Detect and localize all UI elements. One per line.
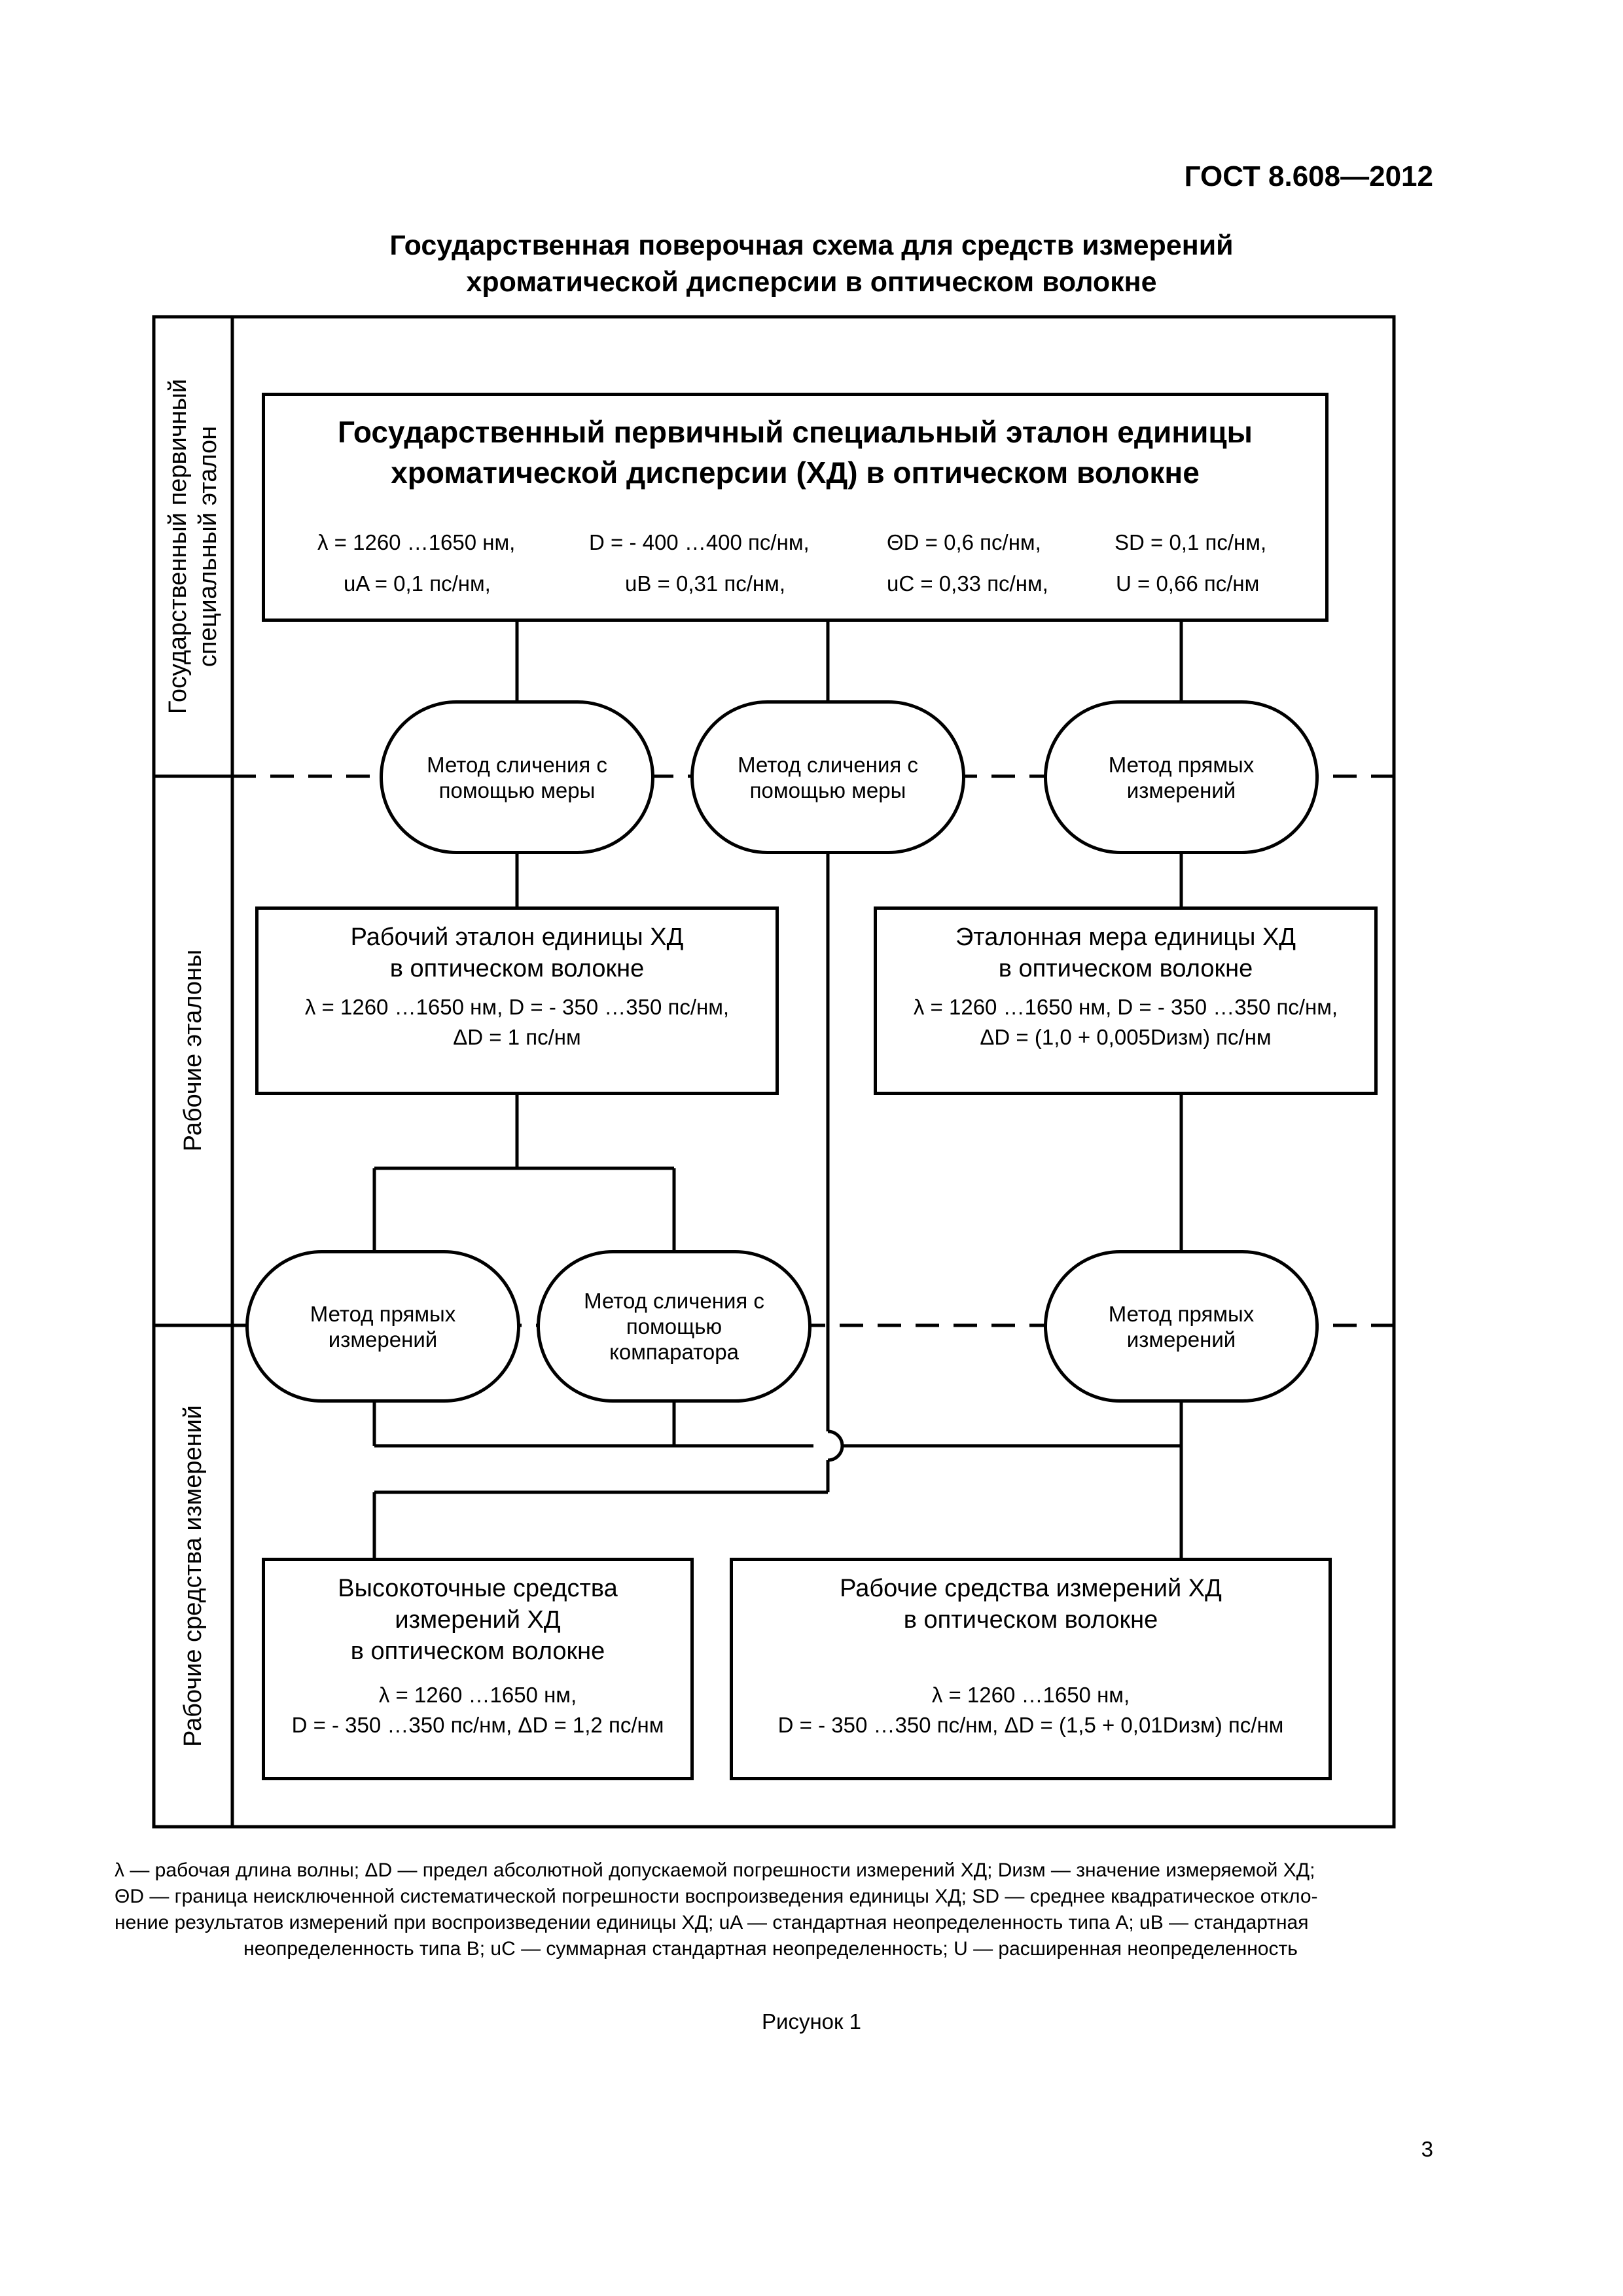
primary-standard-title-1: Государственный первичный специальный эт… (338, 415, 1253, 449)
high-precision-instruments-box: Высокоточные средства измерений ХД в опт… (262, 1558, 694, 1780)
method-direct-measurement-2: Метод прямых измерений (245, 1250, 520, 1403)
method-comparison-comparator: Метод сличения с помощью компаратора (537, 1250, 812, 1403)
primary-param-d-range: D = - 400 …400 пс/нм, (589, 530, 810, 554)
reference-measure-title-2: в оптическом волокне (998, 955, 1253, 982)
footnote-line-1: λ — рабочая длина волны; ΔD — предел абс… (115, 1859, 1315, 1881)
legend-footnote: λ — рабочая длина волны; ΔD — предел абс… (115, 1857, 1427, 1962)
high-precision-param-1: λ = 1260 …1650 нм, (378, 1683, 577, 1707)
working-instruments-param-1: λ = 1260 …1650 нм, (931, 1683, 1130, 1707)
primary-standard-title-2: хроматической дисперсии (ХД) в оптическо… (391, 456, 1200, 490)
working-standard-title-1: Рабочий эталон единицы ХД (350, 924, 684, 951)
diagram-title: Государственная поверочная схема для сре… (157, 227, 1466, 300)
primary-param-ub: uB = 0,31 пс/нм, (625, 571, 785, 596)
working-standard-box: Рабочий эталон единицы ХД в оптическом в… (255, 906, 779, 1095)
page-number: 3 (1421, 2137, 1433, 2161)
primary-param-ua: uA = 0,1 пс/нм, (344, 571, 491, 596)
document-number: ГОСТ 8.608—2012 (1184, 160, 1433, 192)
high-precision-title-1: Высокоточные средства (338, 1575, 618, 1602)
working-standard-param-2: ΔD = 1 пс/нм (453, 1025, 581, 1049)
primary-param-theta: ΘD = 0,6 пс/нм, (887, 530, 1041, 554)
method-direct-measurement-3: Метод прямых измерений (1044, 1250, 1319, 1403)
reference-measure-title-1: Эталонная мера единицы ХД (955, 924, 1296, 951)
title-line-2: хроматической дисперсии в оптическом вол… (466, 266, 1157, 298)
primary-param-sd: SD = 0,1 пс/нм, (1115, 530, 1267, 554)
working-instruments-box: Рабочие средства измерений ХД в оптическ… (730, 1558, 1332, 1780)
outer-frame (152, 315, 1396, 1829)
method-comparison-measure-1: Метод сличения с помощью меры (380, 700, 654, 854)
footnote-line-4: неопределенность типа B; uC — суммарная … (243, 1938, 1298, 1960)
working-instruments-title-1: Рабочие средства измерений ХД (840, 1575, 1222, 1602)
working-instruments-param-2: D = - 350 …350 пс/нм, ΔD = (1,5 + 0,01Dи… (777, 1713, 1284, 1737)
title-line-1: Государственная поверочная схема для сре… (389, 230, 1234, 261)
primary-param-u: U = 0,66 пс/нм (1116, 571, 1260, 596)
working-standard-param-1: λ = 1260 …1650 нм, D = - 350 …350 пс/нм, (304, 995, 730, 1019)
primary-standard-box: Государственный первичный специальный эт… (262, 393, 1329, 622)
high-precision-title-2: измерений ХД (395, 1606, 561, 1634)
high-precision-title-3: в оптическом волокне (350, 1638, 605, 1665)
working-instruments-title-2: в оптическом волокне (903, 1606, 1158, 1634)
reference-measure-box: Эталонная мера единицы ХД в оптическом в… (874, 906, 1378, 1095)
method-comparison-measure-2: Метод сличения с помощью меры (690, 700, 965, 854)
reference-measure-param-1: λ = 1260 …1650 нм, D = - 350 …350 пс/нм, (913, 995, 1338, 1019)
side-label-working-instruments: Рабочие средства измерений (179, 1405, 207, 1748)
side-label-working-standards: Рабочие эталоны (179, 949, 207, 1152)
footnote-line-2: ΘD — граница неисключенной систематическ… (115, 1886, 1318, 1907)
working-standard-title-2: в оптическом волокне (389, 955, 645, 982)
side-label-primary: Государственный первичный специальный эт… (164, 378, 222, 715)
primary-param-lambda: λ = 1260 …1650 нм, (317, 530, 516, 554)
method-direct-measurement-1: Метод прямых измерений (1044, 700, 1319, 854)
reference-measure-param-2: ΔD = (1,0 + 0,005Dизм) пс/нм (980, 1025, 1272, 1049)
primary-param-uc: uC = 0,33 пс/нм, (887, 571, 1048, 596)
figure-caption: Рисунок 1 (762, 2009, 861, 2034)
high-precision-param-2: D = - 350 …350 пс/нм, ΔD = 1,2 пс/нм (291, 1713, 664, 1737)
footnote-line-3: нение результатов измерений при воспроиз… (115, 1912, 1309, 1933)
